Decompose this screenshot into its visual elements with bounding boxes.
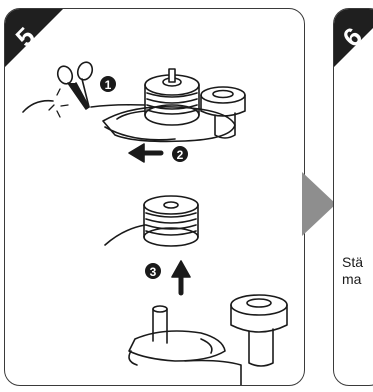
callout-2: 2 [172,146,188,162]
callout-3: 3 [145,263,161,279]
spool-cap-top [201,87,245,138]
callout-3-label: 3 [150,265,157,279]
spool-cap-bottom [231,295,287,366]
scissors-icon [55,60,94,109]
cut-mark-icon [49,89,68,117]
step-5-illustration: 1 2 3 [5,9,305,386]
up-arrow-icon [172,261,190,277]
bobbin-top [145,69,199,125]
step-6-text-line-2: ma [342,272,361,286]
step-5-panel: 5 [4,8,305,386]
callout-2-label: 2 [177,148,184,162]
bobbin-case-bottom [129,306,241,386]
left-arrow-icon [129,144,144,162]
bobbin-middle [144,196,198,246]
step-6-text-line-1: Stä [342,255,363,269]
callout-1: 1 [100,76,116,92]
thread-to-cut [91,105,145,107]
callout-1-label: 1 [105,78,112,92]
thread-middle [105,225,145,245]
step-6-panel: 6 Stä ma [333,8,373,386]
